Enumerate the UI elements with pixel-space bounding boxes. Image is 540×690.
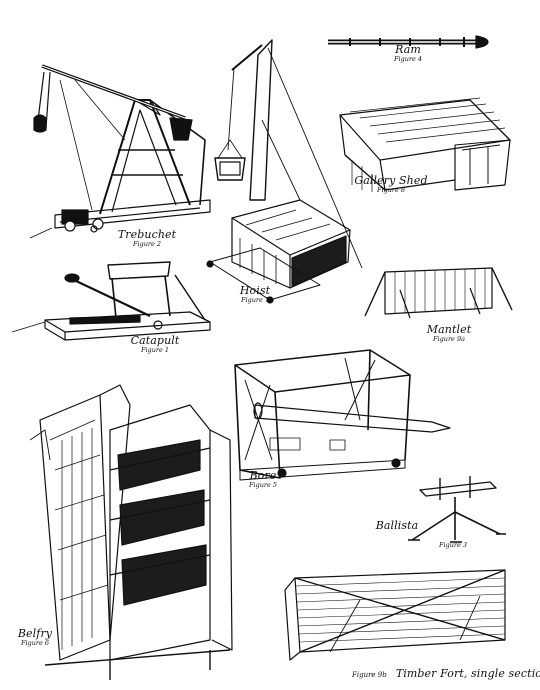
- caption-timber-fort-name: Timber Fort, single section: [395, 667, 540, 680]
- caption-hoist-figure: Figure 7: [240, 295, 270, 304]
- caption-hoist: Hoist Figure 7: [230, 285, 280, 303]
- caption-gallery-shed-name: Gallery Shed: [354, 174, 428, 187]
- caption-belfry: Belfry Figure 6: [10, 628, 60, 646]
- trebuchet-drawing: [29, 64, 211, 239]
- caption-belfry-name: Belfry: [17, 627, 53, 640]
- caption-timber-fort: Figure 9b Timber Fort, single section: [352, 664, 540, 681]
- caption-belfry-figure: Figure 6: [20, 638, 50, 647]
- mantlet-drawing: [364, 267, 513, 319]
- gallery-shed-drawing: [339, 97, 511, 192]
- caption-ballista-figure-wrap: Figure 3: [433, 542, 473, 549]
- caption-trebuchet-name: Trebuchet: [117, 228, 177, 241]
- ram-drawing: [328, 35, 489, 49]
- caption-gallery-shed-figure: Figure 8: [376, 185, 406, 194]
- caption-trebuchet: Trebuchet Figure 2: [112, 229, 182, 247]
- caption-bore-figure: Figure 5: [248, 480, 278, 489]
- caption-gallery-shed: Gallery Shed Figure 8: [348, 175, 434, 193]
- caption-bore-name: Bore: [249, 469, 277, 482]
- caption-mantlet-name: Mantlet: [426, 323, 472, 336]
- caption-ballista-figure: Figure 3: [438, 541, 468, 549]
- ballista-drawing: [408, 476, 506, 543]
- caption-catapult-figure: Figure 1: [140, 345, 170, 354]
- caption-ballista: Ballista: [372, 520, 422, 532]
- caption-timber-fort-figure: Figure 9b: [352, 671, 387, 679]
- caption-catapult-name: Catapult: [130, 334, 180, 347]
- hoist-drawing: [206, 39, 363, 304]
- caption-ram-figure: Figure 4: [393, 54, 423, 63]
- caption-hoist-name: Hoist: [239, 284, 271, 297]
- belfry-drawing: [29, 384, 233, 680]
- timber-fort-drawing: [284, 569, 506, 661]
- caption-bore: Bore Figure 5: [238, 470, 288, 488]
- caption-mantlet: Mantlet Figure 9a: [414, 324, 484, 342]
- bore-drawing: [234, 349, 451, 481]
- caption-ram-name: Ram: [395, 43, 421, 56]
- caption-trebuchet-figure: Figure 2: [132, 239, 162, 248]
- caption-catapult: Catapult Figure 1: [120, 335, 190, 353]
- catapult-drawing: [11, 261, 211, 341]
- caption-mantlet-figure: Figure 9a: [433, 334, 465, 343]
- caption-ballista-name: Ballista: [375, 519, 419, 532]
- caption-ram: Ram Figure 4: [378, 44, 438, 62]
